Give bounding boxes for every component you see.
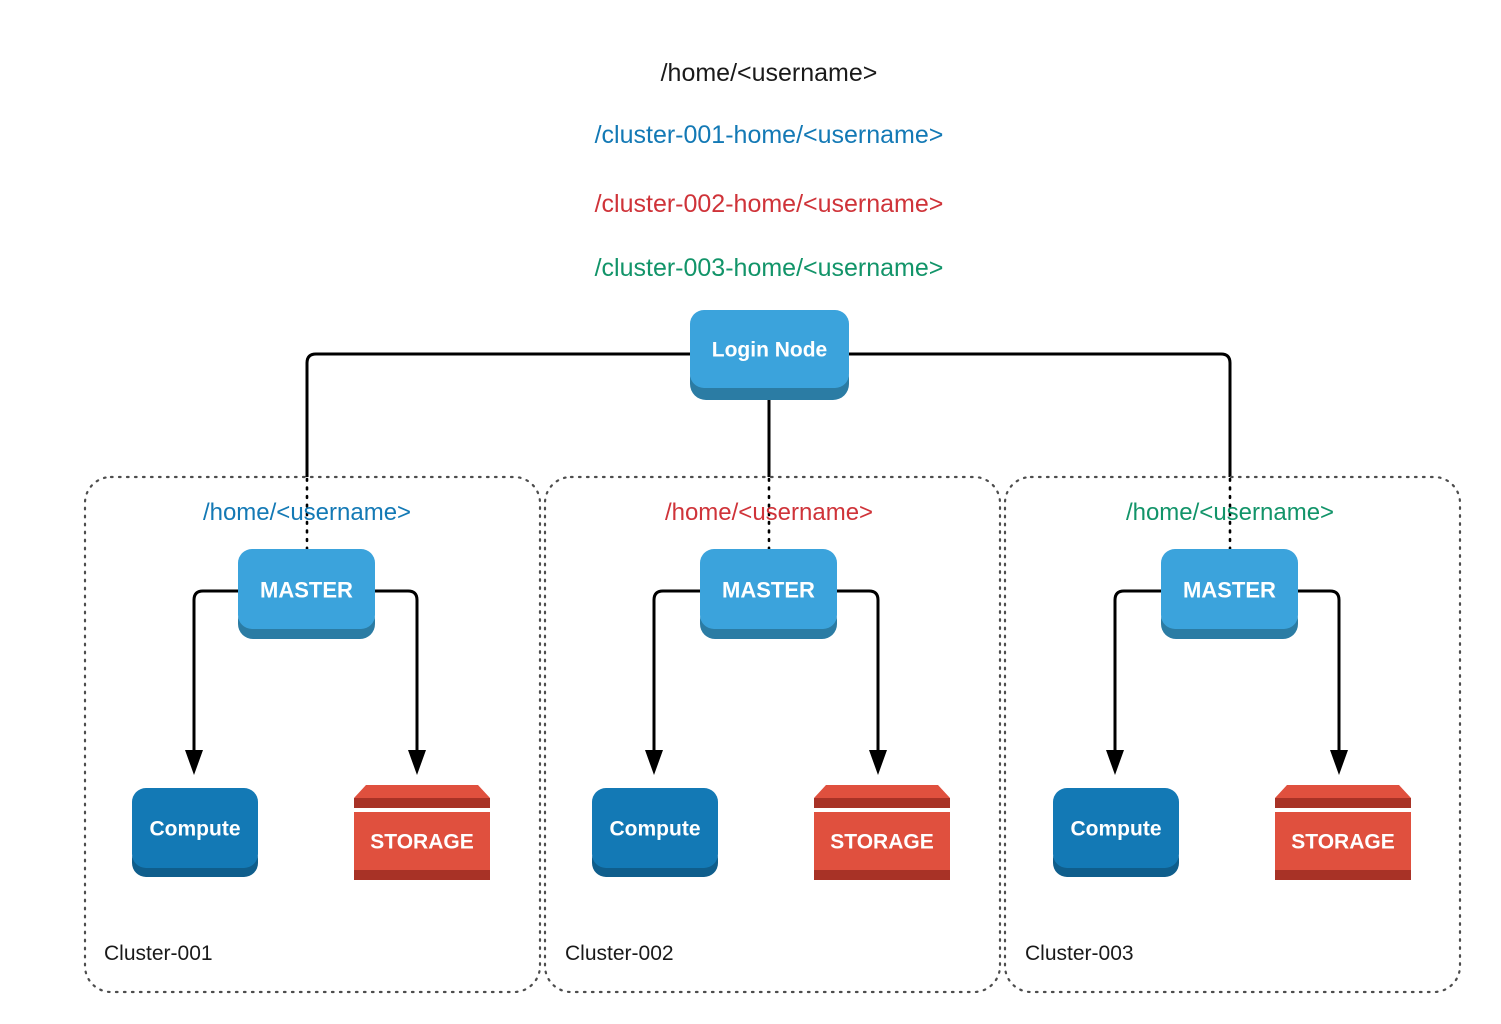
cluster-001-compute-label: Compute (150, 818, 241, 841)
cluster-003-container (1003, 475, 1462, 994)
cluster-003-name: Cluster-003 (1025, 942, 1134, 965)
cluster-003-master-body (1161, 549, 1298, 629)
cluster-001-storage-base (354, 870, 490, 880)
cluster-002-home-path: /home/<username> (665, 499, 873, 526)
cluster-002-storage-node[interactable]: STORAGE (814, 785, 950, 880)
path-label-cluster-001-home: /cluster-001-home/<username> (595, 121, 944, 149)
cluster-001-connector-master-to-compute (192, 589, 246, 752)
cluster-001-group: /home/<username> MASTER Compute (83, 475, 542, 994)
cluster-003-compute-body (1053, 788, 1179, 868)
login-node-label: Login Node (712, 339, 827, 362)
cluster-001-storage-node[interactable]: STORAGE (354, 785, 490, 880)
cluster-003-arrow-storage (1330, 750, 1348, 775)
cluster-002-storage-body (814, 812, 950, 880)
cluster-003-storage-body (1275, 812, 1411, 880)
cluster-002-compute-body (592, 788, 718, 868)
cluster-003-master-node[interactable]: MASTER (1161, 549, 1298, 639)
cluster-003-connector-master-to-compute (1113, 589, 1169, 752)
cluster-003-group: /home/<username> MASTER Compute STOR (1003, 475, 1462, 994)
cluster-003-storage-lid (1275, 785, 1411, 798)
cluster-001-storage-label: STORAGE (370, 831, 473, 854)
cluster-001-arrow-compute (185, 750, 203, 775)
cluster-003-storage-node[interactable]: STORAGE (1275, 785, 1411, 880)
cluster-002-compute-label: Compute (610, 818, 701, 841)
cluster-003-compute-node[interactable]: Compute (1053, 788, 1179, 877)
cluster-002-storage-lid (814, 785, 950, 798)
cluster-001-master-node[interactable]: MASTER (238, 549, 375, 639)
cluster-002-storage-lid-band (814, 798, 950, 808)
cluster-002-arrow-compute (645, 750, 663, 775)
cluster-001-container (83, 475, 542, 994)
cluster-002-compute-node[interactable]: Compute (592, 788, 718, 877)
cluster-002-name: Cluster-002 (565, 942, 674, 965)
cluster-002-arrow-storage (869, 750, 887, 775)
cluster-001-compute-body (132, 788, 258, 868)
path-label-cluster-003-home: /cluster-003-home/<username> (595, 254, 944, 282)
cluster-002-container (543, 475, 1002, 994)
cluster-001-storage-lid (354, 785, 490, 798)
cluster-001-master-label: MASTER (260, 578, 353, 603)
cluster-001-name: Cluster-001 (104, 942, 213, 965)
path-label-cluster-002-home: /cluster-002-home/<username> (595, 190, 944, 218)
cluster-002-master-body (700, 549, 837, 629)
cluster-001-storage-lid-band (354, 798, 490, 808)
cluster-003-storage-base (1275, 870, 1411, 880)
cluster-001-arrow-storage (408, 750, 426, 775)
cluster-002-connector-master-to-storage (833, 589, 880, 752)
cluster-002-storage-label: STORAGE (830, 831, 933, 854)
login-node-body (690, 310, 849, 388)
cluster-002-group: /home/<username> MASTER Compute STOR (543, 475, 1002, 994)
cluster-002-storage-base (814, 870, 950, 880)
cluster-002-master-label: MASTER (722, 578, 815, 603)
cluster-003-connector-master-to-storage (1294, 589, 1341, 752)
cluster-001-home-path: /home/<username> (203, 499, 411, 526)
cluster-001-connector-master-to-storage (371, 589, 419, 752)
login-node[interactable]: Login Node (690, 310, 849, 400)
connector-login-to-cluster-001 (305, 352, 690, 477)
cluster-003-storage-label: STORAGE (1291, 831, 1394, 854)
cluster-001-storage-body (354, 812, 490, 880)
cluster-003-master-label: MASTER (1183, 578, 1276, 603)
cluster-002-connector-master-to-compute (652, 589, 708, 752)
connector-login-to-cluster-003 (849, 352, 1232, 477)
cluster-003-storage-lid-band (1275, 798, 1411, 808)
cluster-001-master-body (238, 549, 375, 629)
cluster-001-compute-node[interactable]: Compute (132, 788, 258, 877)
cluster-002-master-node[interactable]: MASTER (700, 549, 837, 639)
path-label-root-home: /home/<username> (661, 59, 878, 87)
cluster-003-home-path: /home/<username> (1126, 499, 1334, 526)
cluster-003-compute-label: Compute (1071, 818, 1162, 841)
cluster-003-arrow-compute (1106, 750, 1124, 775)
